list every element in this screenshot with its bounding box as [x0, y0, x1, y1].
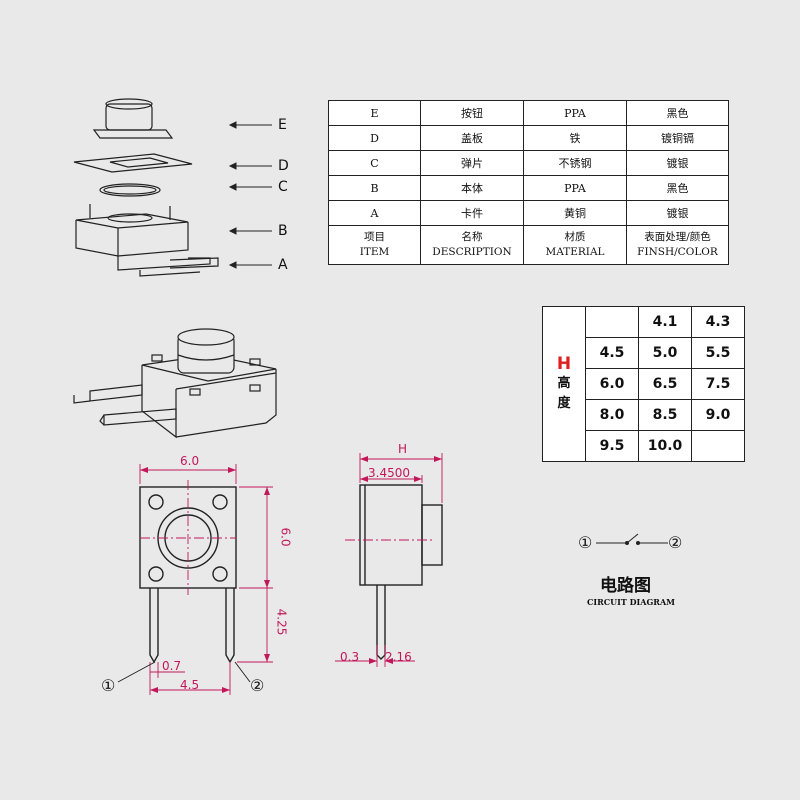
table-cell: 8.5: [638, 399, 692, 431]
height-label-cell: H 高 度: [542, 306, 586, 462]
table-cell: 6.5: [638, 368, 692, 400]
callout-d: D: [278, 158, 289, 174]
callout-b: B: [278, 223, 288, 239]
exploded-view: [73, 98, 272, 277]
circuit-symbol: [596, 533, 668, 545]
table-cell: E: [328, 100, 421, 126]
table-cell: 5.5: [691, 337, 745, 369]
dim-side-pin: 0.3: [340, 650, 360, 664]
circuit-pin2: ②: [668, 533, 683, 552]
table-cell: 按钮: [420, 100, 524, 126]
table-cell: 5.0: [638, 337, 692, 369]
dim-side-depth: 3.4500: [368, 466, 410, 480]
table-cell: [585, 306, 639, 338]
table-cell: D: [328, 125, 421, 151]
table-cell: [691, 430, 745, 462]
circuit-pin1: ①: [578, 533, 593, 552]
table-row: 6.0 6.5 7.5: [543, 368, 745, 400]
table-cell: PPA: [523, 100, 627, 126]
table-row: H 高 度 4.1 4.3: [542, 306, 745, 462]
callout-a: A: [278, 257, 288, 273]
pin1-label: ①: [101, 676, 116, 695]
table-row: C 弹片 不锈钢 镀银: [328, 150, 729, 176]
dim-width-top: 6.0: [180, 454, 200, 468]
table-cell: 弹片: [420, 150, 524, 176]
table-cell: A: [328, 200, 421, 226]
side-view: [335, 453, 443, 667]
pin2-label: ②: [250, 676, 265, 695]
callout-c: C: [278, 179, 288, 195]
table-cell: 镀银: [626, 150, 729, 176]
table-cell: C: [328, 150, 421, 176]
dim-pin-length: 4.25: [274, 608, 289, 636]
isometric-view: [73, 328, 277, 439]
table-cell: 黑色: [626, 175, 729, 201]
table-cell: 镀银: [626, 200, 729, 226]
table-cell: 盖板: [420, 125, 524, 151]
table-row: E 按钮 PPA 黑色: [328, 100, 729, 126]
table-cell: 9.0: [691, 399, 745, 431]
table-row: D 盖板 铁 镀铜镉: [328, 125, 729, 151]
parts-table: E 按钮 PPA 黑色 D 盖板 铁 镀铜镉 C 弹片 不锈钢 镀银 B 本体 …: [328, 100, 729, 265]
table-cell: B: [328, 175, 421, 201]
table-cell: 8.0: [585, 399, 639, 431]
height-table: H 高 度 4.1 4.3 4.5 5.0 5.5 6.0 6.5 7.5 8.…: [542, 306, 745, 462]
table-cell: 4.1: [638, 306, 692, 338]
table-row: B 本体 PPA 黑色: [328, 175, 729, 201]
dim-pin-spacing: 4.5: [180, 678, 200, 692]
circuit-title-cn: 电路图: [600, 576, 651, 596]
dim-height-side: 6.0: [278, 527, 293, 547]
table-cell: 镀铜镉: [626, 125, 729, 151]
table-cell: 本体: [420, 175, 524, 201]
table-row: 9.5 10.0: [543, 430, 745, 462]
circuit-title-en: CIRCUIT DIAGRAM: [587, 597, 676, 607]
dim-side-h: H: [398, 442, 408, 456]
table-cell: 不锈钢: [523, 150, 627, 176]
table-row: A 卡件 黄铜 镀银: [328, 200, 729, 226]
pin-leader-lines: [117, 661, 251, 683]
table-cell: 黑色: [626, 100, 729, 126]
table-cell: 6.0: [585, 368, 639, 400]
table-cell: 4.5: [585, 337, 639, 369]
table-cell: 4.3: [691, 306, 745, 338]
dim-side-offset: 2.16: [385, 650, 412, 664]
table-cell: PPA: [523, 175, 627, 201]
table-row: 8.0 8.5 9.0: [543, 399, 745, 431]
h-letter: H: [556, 354, 572, 374]
dim-pin-width: 0.7: [162, 659, 182, 673]
table-cell: 10.0: [638, 430, 692, 462]
callout-e: E: [278, 117, 287, 133]
table-cell: 卡件: [420, 200, 524, 226]
front-view: [139, 464, 273, 695]
table-cell: 9.5: [585, 430, 639, 462]
table-cell: 铁: [523, 125, 627, 151]
table-cell: 黄铜: [523, 200, 627, 226]
table-cell: 7.5: [691, 368, 745, 400]
